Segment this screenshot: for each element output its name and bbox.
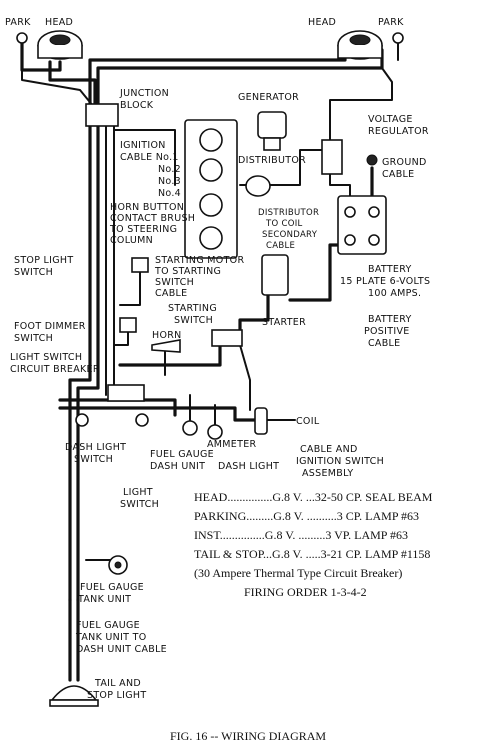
ammeter <box>207 424 223 440</box>
starting-switch <box>211 329 243 347</box>
label-distributor-to-coil: DISTRIBUTOR TO COIL SECONDARY CABLE <box>258 208 322 251</box>
label-horn: HORN <box>152 330 182 341</box>
light-switch <box>135 413 149 427</box>
ground-cable-terminal <box>366 154 378 166</box>
label-battery-positive-cable: BATTERY POSITIVE CABLE <box>364 314 415 349</box>
horn <box>151 339 181 353</box>
label-dash-light: DASH LIGHT <box>218 461 279 472</box>
spec-inst: INST...............G.8 V. .........3 VP.… <box>194 528 408 542</box>
label-starting-motor-cable: STARTING MOTOR TO STARTING SWITCH CABLE <box>154 255 248 299</box>
coil <box>254 407 268 435</box>
label-coil: COIL <box>296 416 320 427</box>
figure-caption: FIG. 16 -- WIRING DIAGRAM <box>170 729 326 743</box>
starter <box>261 254 289 296</box>
right-headlamps <box>337 30 404 60</box>
left-headlamps <box>16 30 83 60</box>
foot-dimmer-switch <box>119 317 137 333</box>
spec-circuit-breaker: (30 Ampere Thermal Type Circuit Breaker) <box>194 566 402 580</box>
dash-light-switch <box>75 413 89 427</box>
junction-block <box>85 103 119 127</box>
label-fuel-gauge-cable: FUEL GAUGE TANK UNIT TO DASH UNIT CABLE <box>75 620 167 655</box>
battery <box>337 195 387 255</box>
engine-block <box>184 119 238 259</box>
wiring-harness <box>20 36 399 682</box>
label-distributor: DISTRIBUTOR <box>238 155 306 166</box>
voltage-regulator <box>321 139 343 175</box>
label-battery: BATTERY 15 PLATE 6-VOLTS 100 AMPS. <box>340 264 434 299</box>
label-starter: STARTER <box>262 317 306 328</box>
label-horn-button: HORN BUTTON CONTACT BRUSH TO STEERING CO… <box>109 202 199 246</box>
light-switch-circuit-breaker <box>107 384 145 402</box>
fuel-gauge-tank-unit <box>108 555 128 575</box>
label-park-left: PARK <box>5 17 31 28</box>
label-head-left: HEAD <box>45 17 73 28</box>
label-park-right: PARK <box>378 17 404 28</box>
fuel-gauge-dash-unit <box>182 420 198 436</box>
label-ammeter: AMMETER <box>207 439 256 450</box>
spec-head: HEAD...............G.8 V. ...32-50 CP. S… <box>194 490 433 504</box>
label-head-right: HEAD <box>308 17 336 28</box>
lamp-spec-table: HEAD...............G.8 V. ...32-50 CP. S… <box>194 490 433 599</box>
label-ignition-cable: IGNITION CABLE No.1 No.2 No.3 No.4 <box>120 140 184 199</box>
distributor <box>245 175 271 197</box>
spec-parking: PARKING.........G.8 V. ..........3 CP. L… <box>194 509 419 523</box>
stop-light-switch <box>131 257 149 273</box>
spec-tail-stop: TAIL & STOP...G.8 V. .....3-21 CP. LAMP … <box>194 547 430 561</box>
generator <box>257 111 287 151</box>
label-cable-ignition-switch: CABLE AND IGNITION SWITCH ASSEMBLY <box>296 444 387 479</box>
tail-stop-light <box>49 685 99 707</box>
label-generator: GENERATOR <box>238 92 299 103</box>
spec-firing-order: FIRING ORDER 1-3-4-2 <box>244 585 367 599</box>
